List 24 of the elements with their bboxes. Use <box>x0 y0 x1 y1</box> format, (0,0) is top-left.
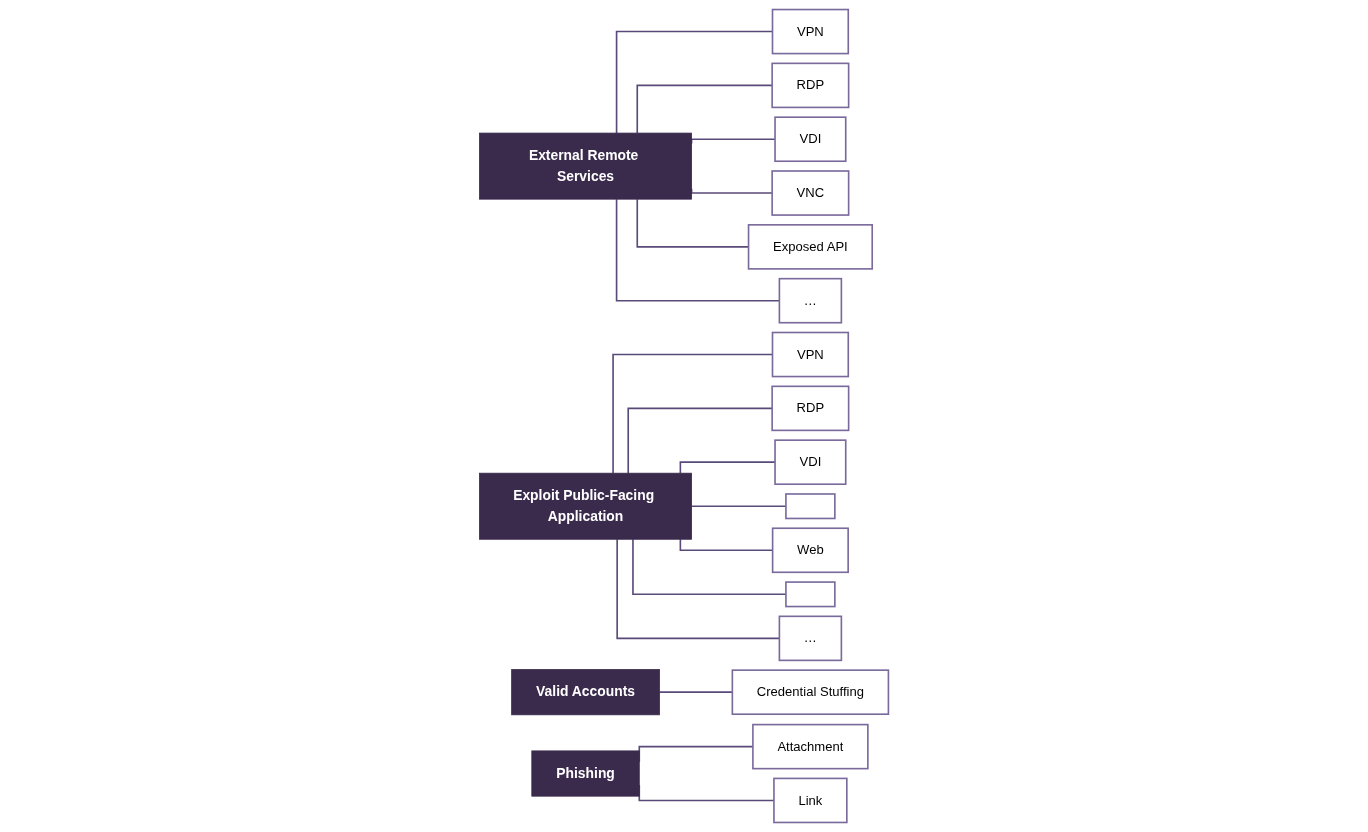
node-box: Attachment <box>752 723 869 770</box>
node-box: VNC <box>771 170 850 216</box>
node-box: RDP <box>771 385 850 432</box>
node-box <box>785 581 836 608</box>
node-box: Valid Accounts <box>511 669 660 716</box>
node-box: External Remote Services <box>479 132 692 200</box>
node-box: Exposed API <box>747 224 874 270</box>
node-box: … <box>778 277 843 324</box>
node-box: Web <box>771 527 849 574</box>
connector <box>612 353 774 474</box>
node-box: Credential Stuffing <box>731 669 890 715</box>
node-box: Exploit Public-Facing Application <box>479 472 692 540</box>
node-box: Link <box>773 777 848 824</box>
node-box: VDI <box>774 439 847 485</box>
connector <box>679 461 776 474</box>
node-box: RDP <box>771 62 850 109</box>
connector <box>627 407 773 474</box>
node-box: Phishing <box>531 750 640 797</box>
connector <box>636 84 773 134</box>
node-box: VDI <box>774 116 847 163</box>
node-box <box>785 493 836 520</box>
node-box: VPN <box>771 331 850 378</box>
node-box: … <box>778 615 843 662</box>
node-box: VPN <box>771 8 850 55</box>
